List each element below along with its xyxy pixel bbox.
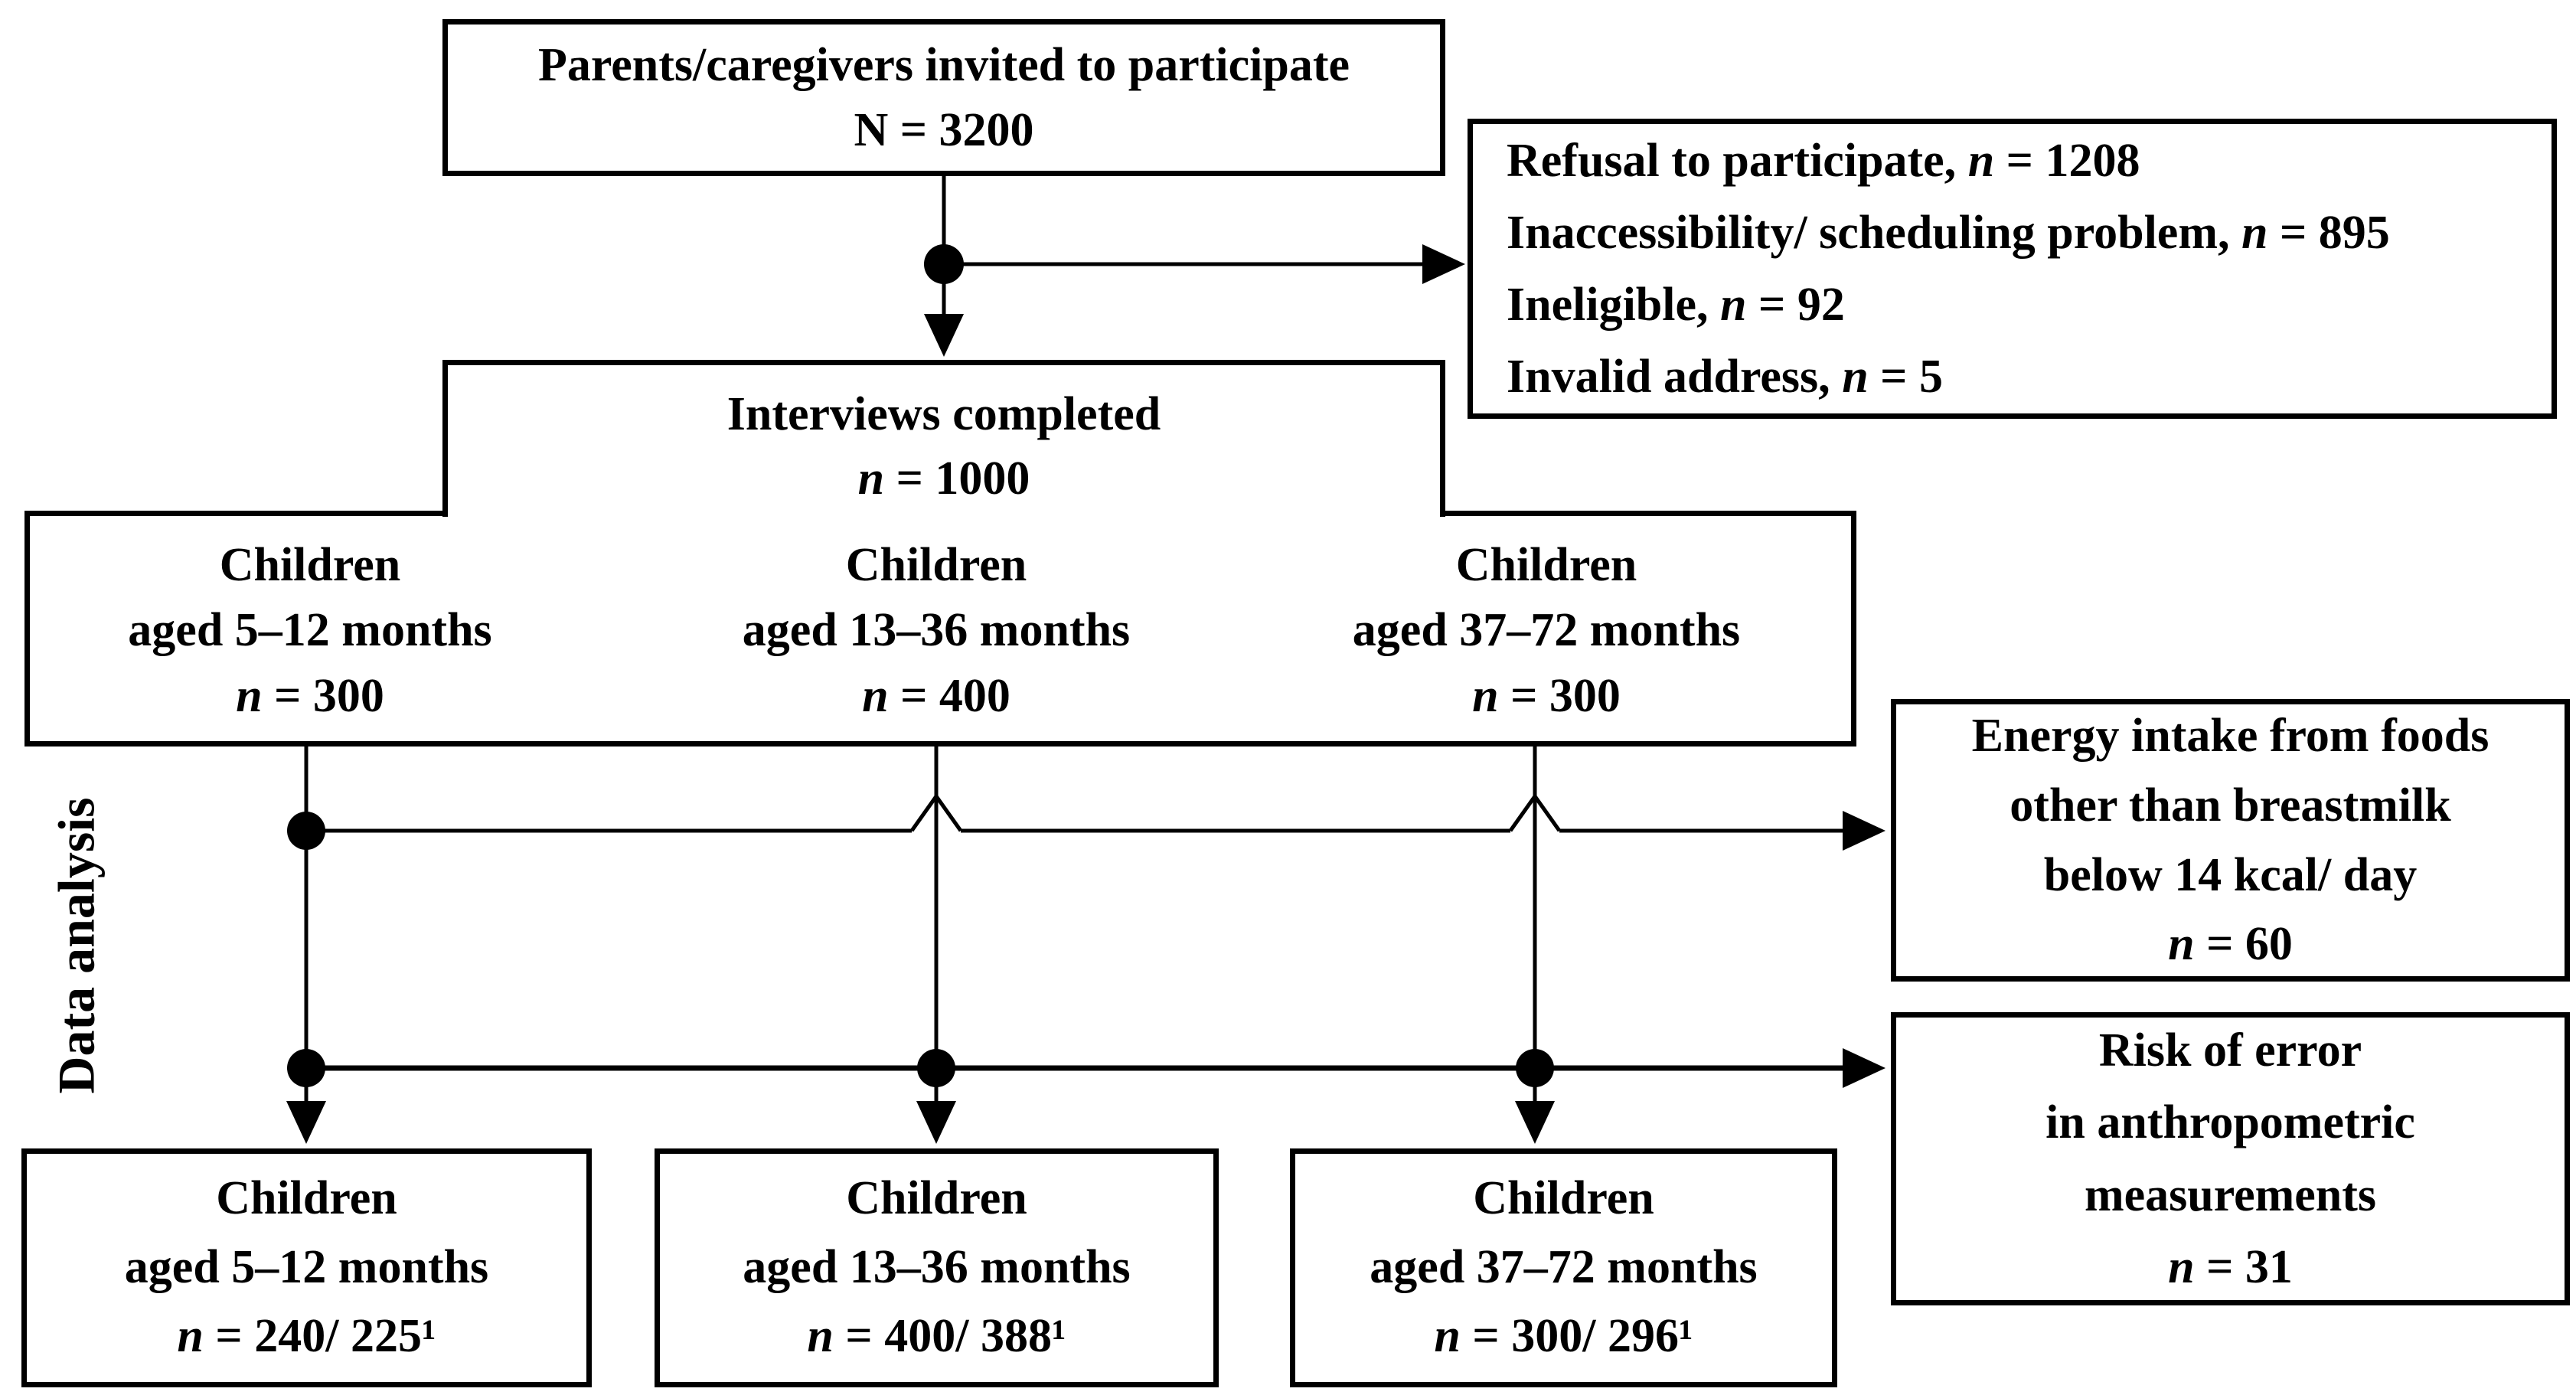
arrowhead-right-icon bbox=[1843, 1048, 1885, 1088]
energy-exclusion-box: Energy intake from foods other than brea… bbox=[1891, 699, 2570, 982]
box-line: Parents/caregivers invited to participat… bbox=[537, 39, 1350, 92]
box-line: Energy intake from foods bbox=[1971, 710, 2489, 763]
group-37-72-column: Children aged 37–72 months n = 300 bbox=[1255, 522, 1837, 740]
box-line: in anthropometric bbox=[2045, 1096, 2415, 1149]
anthropometry-exclusion-box: Risk of error in anthropometric measurem… bbox=[1891, 1012, 2570, 1305]
box-line: n = 1000 bbox=[857, 452, 1030, 505]
junction-dot-icon bbox=[917, 1049, 955, 1087]
arrowhead-right-icon bbox=[1843, 811, 1885, 851]
box-line: Interviews completed bbox=[726, 388, 1161, 440]
box-line: Invalid address, n = 5 bbox=[1507, 351, 1944, 403]
arrowhead-down-icon bbox=[924, 314, 964, 357]
final-37-72-box: Children aged 37–72 months n = 300/ 296¹ bbox=[1290, 1148, 1837, 1387]
box-line: measurements bbox=[2084, 1168, 2377, 1221]
box-line: Children bbox=[1473, 1172, 1654, 1225]
box-line: aged 5–12 months bbox=[128, 604, 492, 657]
group-13-36-column: Children aged 13–36 months n = 400 bbox=[657, 522, 1216, 740]
box-line: n = 400 bbox=[862, 669, 1010, 722]
arrowhead-down-icon bbox=[916, 1101, 956, 1144]
box-line: Children bbox=[845, 538, 1027, 591]
box-line: aged 13–36 months bbox=[742, 604, 1131, 657]
box-line: n = 31 bbox=[2168, 1240, 2293, 1293]
interviews-box: Interviews completed n = 1000 bbox=[442, 360, 1445, 517]
box-line: Children bbox=[219, 538, 401, 591]
box-line: Children bbox=[216, 1172, 397, 1225]
box-line: Ineligible, n = 92 bbox=[1507, 279, 1845, 331]
box-line: n = 300/ 296¹ bbox=[1434, 1309, 1693, 1362]
box-line: n = 300 bbox=[1472, 669, 1621, 722]
box-line: n = 300 bbox=[236, 669, 384, 722]
box-line: Inaccessibility/ scheduling problem, n =… bbox=[1507, 206, 2390, 259]
final-13-36-box: Children aged 13–36 months n = 400/ 388¹ bbox=[655, 1148, 1219, 1387]
junction-dot-icon bbox=[287, 1049, 325, 1087]
box-line: aged 37–72 months bbox=[1352, 604, 1741, 657]
arrowhead-down-icon bbox=[1515, 1101, 1555, 1144]
box-line: n = 240/ 225¹ bbox=[177, 1309, 436, 1362]
age-groups-box bbox=[24, 511, 1856, 747]
final-5-12-box: Children aged 5–12 months n = 240/ 225¹ bbox=[21, 1148, 592, 1387]
arrowhead-down-icon bbox=[286, 1101, 326, 1144]
junction-dot-icon bbox=[287, 812, 325, 850]
box-line: n = 400/ 388¹ bbox=[807, 1309, 1066, 1362]
group-5-12-column: Children aged 5–12 months n = 300 bbox=[46, 522, 574, 740]
box-line: Refusal to participate, n = 1208 bbox=[1507, 134, 2140, 187]
box-line: aged 5–12 months bbox=[124, 1241, 489, 1294]
box-line: Children bbox=[846, 1172, 1027, 1225]
data-analysis-label: Data analysis bbox=[47, 797, 106, 1094]
box-line: other than breastmilk bbox=[2010, 779, 2451, 831]
exclusions-box: Refusal to participate, n = 1208 Inacces… bbox=[1468, 119, 2557, 419]
invited-box: Parents/caregivers invited to participat… bbox=[442, 19, 1445, 176]
junction-dot-icon bbox=[1516, 1049, 1554, 1087]
junction-dot-icon bbox=[924, 244, 964, 284]
line-jump-icon bbox=[909, 792, 963, 832]
box-line: Risk of error bbox=[2098, 1024, 2362, 1077]
box-line: Children bbox=[1455, 538, 1637, 591]
arrowhead-right-icon bbox=[1422, 244, 1465, 284]
box-line: aged 37–72 months bbox=[1370, 1241, 1758, 1294]
box-line: n = 60 bbox=[2168, 918, 2293, 971]
box-line: N = 3200 bbox=[854, 103, 1034, 156]
box-line: below 14 kcal/ day bbox=[2043, 848, 2418, 901]
line-jump-icon bbox=[1508, 792, 1562, 832]
box-line: aged 13–36 months bbox=[743, 1241, 1131, 1294]
